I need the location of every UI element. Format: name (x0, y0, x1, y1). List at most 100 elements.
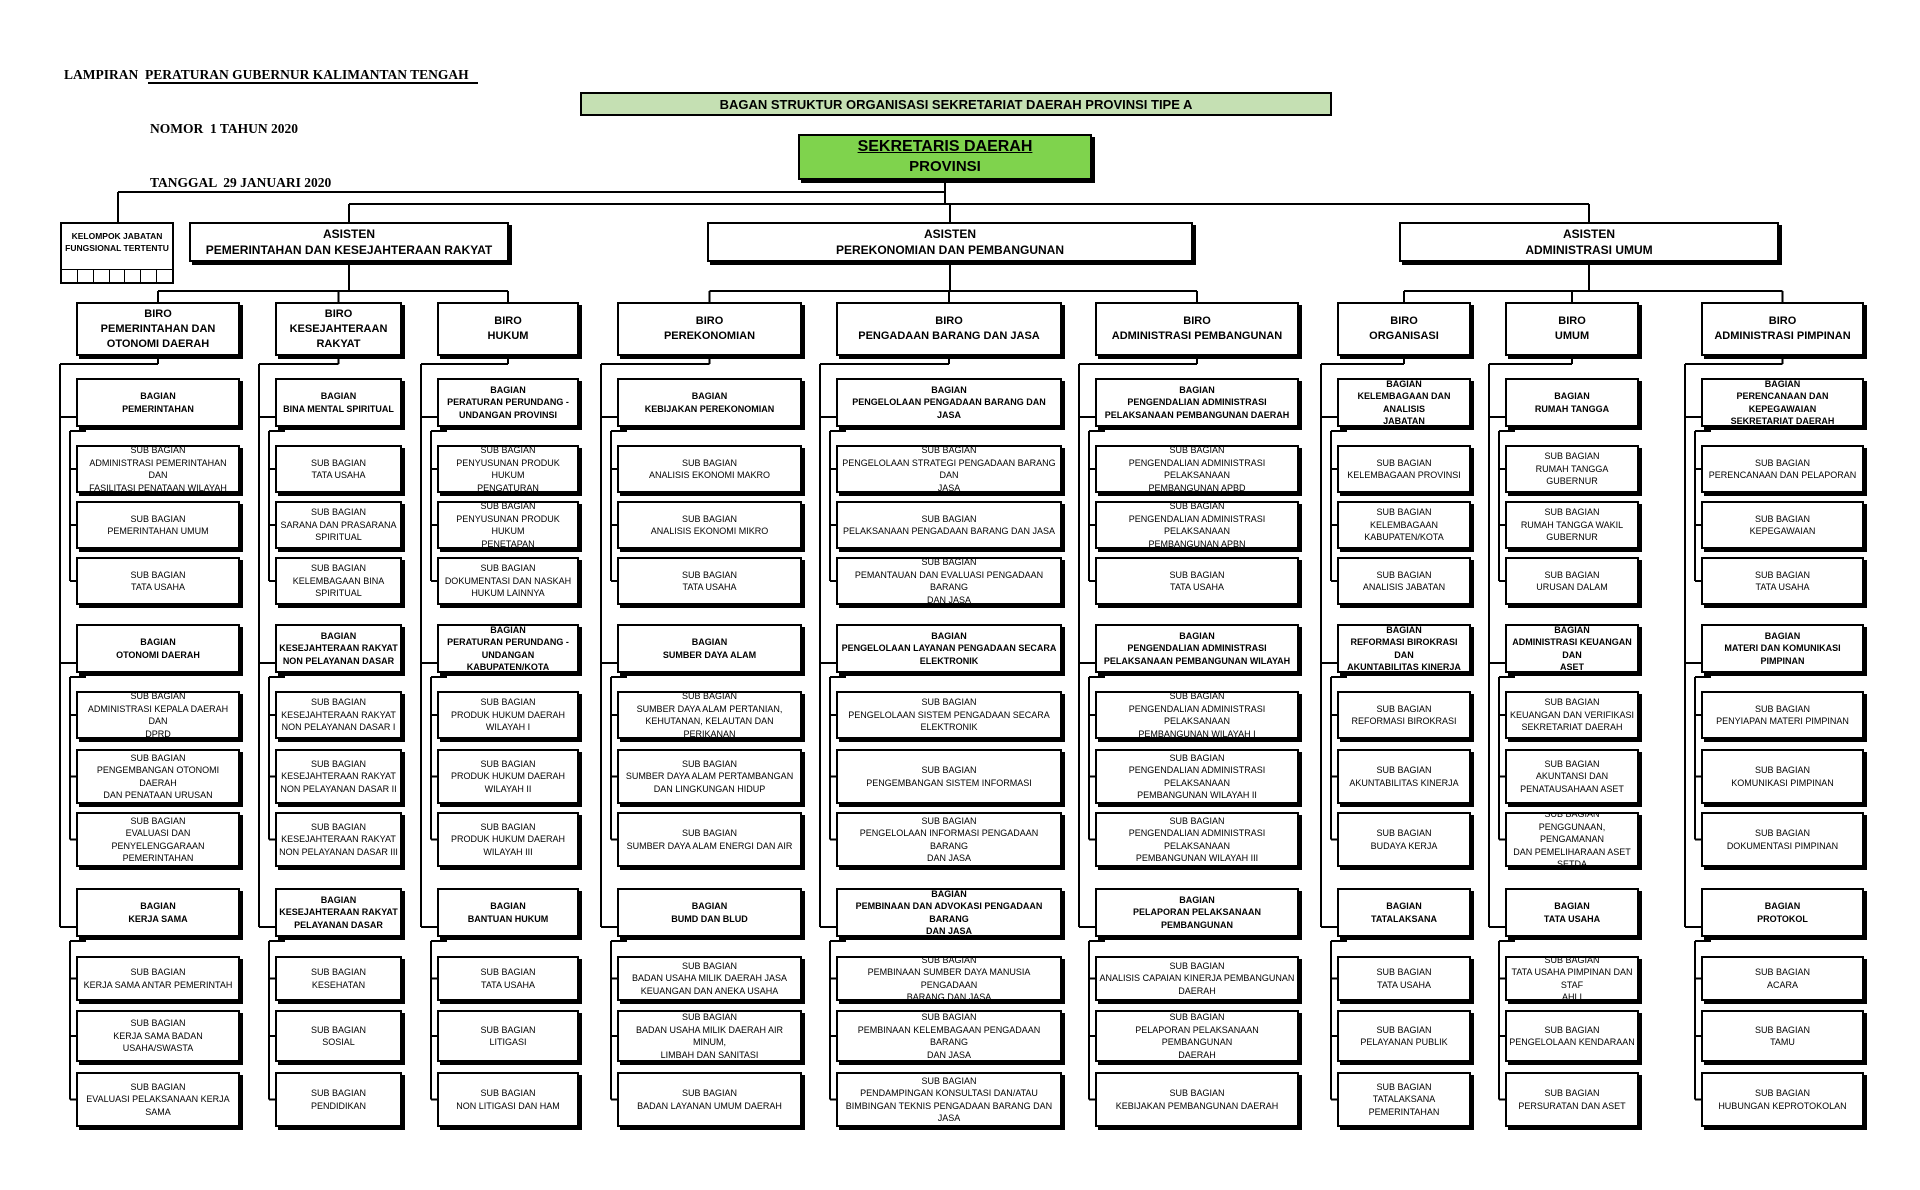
biro-box-7-bagian-1-sub-1-line-1: SUB BAGIAN (1376, 457, 1432, 468)
biro-box-8-bagian-2-sub-3-line-2: PENGGUNAAN, PENGAMANAN (1538, 821, 1606, 845)
biro-box-5-bagian-3-sub-2-line-3: DAN JASA (926, 1049, 971, 1060)
biro-box-4-bagian-2-sub-2-line-3: DAN LINGKUNGAN HIDUP (653, 783, 766, 794)
biro-box-1-bagian-1-sub-2-line-2: PEMERINTAHAN UMUM (107, 526, 209, 536)
biro-box-1-bagian-2-sub-2-line-1: SUB BAGIAN (130, 752, 186, 763)
biro-box-6-bagian-3-sub-1-line-2: ANALISIS CAPAIAN KINERJA PEMBANGUNAN (1099, 973, 1295, 984)
biro-box-8-bagian-1-sub-2-line-1: SUB BAGIAN (1544, 507, 1600, 518)
biro-box-1-bagian-3-line-2: KERJA SAMA (128, 913, 188, 924)
biro-box-6-line-2: ADMINISTRASI PEMBANGUNAN (1111, 330, 1283, 342)
biro-box-3-bagian-1-line-1: BAGIAN (490, 384, 526, 395)
biro-box-8-bagian-1-sub-2-line-3: GUBERNUR (1546, 532, 1598, 543)
biro-box-3-bagian-3-sub-2-line-1: SUB BAGIAN (480, 1024, 536, 1035)
biro-box-2-bagian-3-line-3: PELAYANAN DASAR (294, 919, 383, 930)
biro-box-1-bagian-3-sub-2-line-1: SUB BAGIAN (130, 1018, 186, 1029)
biro-box-9-line-2: ADMINISTRASI PIMPINAN (1714, 330, 1851, 342)
biro-box-6-bagian-1-line-3: PELAKSANAAN PEMBANGUNAN DAERAH (1104, 409, 1290, 420)
biro-box-5-bagian-2-sub-1-line-1: SUB BAGIAN (921, 697, 977, 708)
biro-box-1-bagian-2-sub-3-line-3: PEMERINTAHAN (122, 853, 194, 863)
biro-box-5-line-1: BIRO (935, 315, 963, 327)
biro-box-6-bagian-3-sub-1-line-3: DAERAH (1178, 985, 1216, 996)
biro-box-9-bagian-3-line-1: BAGIAN (1764, 901, 1801, 911)
biro-box-8-bagian-3-sub-1-line-1: SUB BAGIAN (1544, 956, 1600, 965)
biro-box-1-bagian-3-sub-2-line-2: KERJA SAMA BADAN USAHA/SWASTA (113, 1030, 203, 1054)
biro-box-7-bagian-2-line-2: REFORMASI BIROKRASI DAN (1350, 637, 1458, 660)
biro-box-7-bagian-1-sub-1-line-2: KELEMBAGAAN PROVINSI (1347, 470, 1461, 480)
biro-box-2-line-3: RAKYAT (316, 337, 361, 350)
biro-box-5-bagian-3-line-2: PEMBINAAN DAN ADVOKASI PENGADAAN BARANG (855, 901, 1043, 924)
biro-box-9: BIRO ADMINISTRASI PIMPINAN (1701, 302, 1864, 356)
biro-box-6-bagian-3-sub-2-line-2: PELAPORAN PELAKSANAAN PEMBANGUNAN (1135, 1024, 1259, 1048)
biro-box-2-bagian-2-sub-1-line-3: NON PELAYANAN DASAR I (281, 722, 396, 733)
biro-box-4-bagian-2-line-2: SUMBER DAYA ALAM (662, 649, 757, 660)
biro-box-7-bagian-3-sub-2-line-1: SUB BAGIAN (1376, 1024, 1432, 1035)
biro-box-9-bagian-3-line-2: PROTOKOL (1757, 913, 1808, 924)
biro-box-3-bagian-2-line-2: PERATURAN PERUNDANG - (447, 637, 569, 647)
biro-box-3-bagian-3-line-1: BAGIAN (490, 901, 526, 911)
biro-box-5-bagian-3-sub-1-line-2: PEMBINAAN SUMBER DAYA MANUSIA PENGADAAN (867, 967, 1031, 990)
biro-box-9-bagian-2-line-2: MATERI DAN KOMUNIKASI (1724, 643, 1841, 654)
header-line-1: LAMPIRAN PERATURAN GUBERNUR KALIMANTAN T… (64, 67, 469, 82)
biro-box-5-bagian-2-sub-2-line-2: PENGEMBANGAN SISTEM INFORMASI (866, 777, 1032, 788)
biro-box-3-bagian-1-sub-1-line-3: PENGATURAN (477, 482, 539, 493)
biro-box-2-bagian-1-sub-1-line-2: TATA USAHA (311, 470, 366, 480)
biro-box-4-bagian-2-sub-3-line-1: SUB BAGIAN (681, 828, 737, 838)
biro-box-4-bagian-1-sub-3-line-1: SUB BAGIAN (681, 569, 737, 580)
biro-box-7-bagian-3-sub-1-line-2: TATA USAHA (1376, 979, 1431, 990)
kjf-grid-cell (110, 270, 126, 282)
biro-box-9-bagian-1-sub-1-line-1: SUB BAGIAN (1754, 457, 1810, 468)
biro-box-3-bagian-1-sub-1-line-2: PENYUSUNAN PRODUK HUKUM (456, 457, 560, 481)
kjf-grid-cell (94, 270, 110, 282)
kjf-grid-cell (78, 270, 94, 282)
biro-box-3-bagian-3-sub-1-line-1: SUB BAGIAN (480, 967, 536, 977)
biro-box-5-bagian-2-sub-1-line-3: ELEKTRONIK (920, 722, 978, 733)
biro-box-8-bagian-3-sub-3-line-1: SUB BAGIAN (1544, 1088, 1600, 1098)
biro-box-7-bagian-1-sub-1: SUB BAGIAN KELEMBAGAAN PROVINSI (1337, 445, 1471, 493)
biro-box-6-bagian-2-sub-1-line-2: PENGENDALIAN ADMINISTRASI PELAKSANAAN (1128, 703, 1266, 727)
biro-box-7-line-2: ORGANISASI (1369, 330, 1439, 342)
biro-box-9-bagian-3-sub-2-line-1: SUB BAGIAN (1754, 1024, 1810, 1035)
biro-box-3-bagian-1-sub-2-line-2: PENYUSUNAN PRODUK HUKUM (456, 513, 560, 537)
biro-box-5-bagian-1-sub-3-line-2: PEMANTAUAN DAN EVALUASI PENGADAAN BARANG (854, 569, 1044, 593)
biro-box-3-bagian-2-sub-2-line-2: PRODUK HUKUM DAERAH (450, 771, 565, 782)
biro-box-7-bagian-1-line-2: KELEMBAGAAN DAN ANALISIS (1357, 391, 1451, 414)
biro-box-6-line-1: BIRO (1183, 315, 1211, 327)
biro-box-8-bagian-2-line-2: ADMINISTRASI KEUANGAN DAN (1512, 637, 1632, 660)
biro-box-2-bagian-1-sub-2-line-3: SPIRITUAL (315, 532, 362, 543)
biro-box-8-bagian-1-sub-2-line-2: RUMAH TANGGA WAKIL (1520, 519, 1624, 530)
biro-box-9-line-1: BIRO (1768, 315, 1797, 327)
biro-box-2-bagian-2-sub-1-line-2: KESEJAHTERAAN RAKYAT (281, 709, 396, 720)
biro-box-4-bagian-1-sub-1-line-2: ANALISIS EKONOMI MAKRO (648, 470, 771, 480)
biro-box-3-bagian-1-sub-1-line-1: SUB BAGIAN (480, 445, 536, 455)
biro-box-7-bagian-3-sub-2-line-2: PELAYANAN PUBLIK (1360, 1037, 1448, 1047)
biro-box-4-bagian-2-sub-1-line-3: KEHUTANAN, KELAUTAN DAN PERIKANAN (645, 716, 774, 739)
biro-box-1-bagian-1-line-1: BAGIAN (140, 391, 176, 401)
biro-box-4-bagian-3-sub-2-line-1: SUB BAGIAN (681, 1012, 737, 1022)
biro-box-5-bagian-1-sub-3-line-1: SUB BAGIAN (921, 557, 977, 567)
biro-box-5-bagian-2-sub-3-line-2: PENGELOLAAN INFORMASI PENGADAAN BARANG (859, 828, 1039, 851)
